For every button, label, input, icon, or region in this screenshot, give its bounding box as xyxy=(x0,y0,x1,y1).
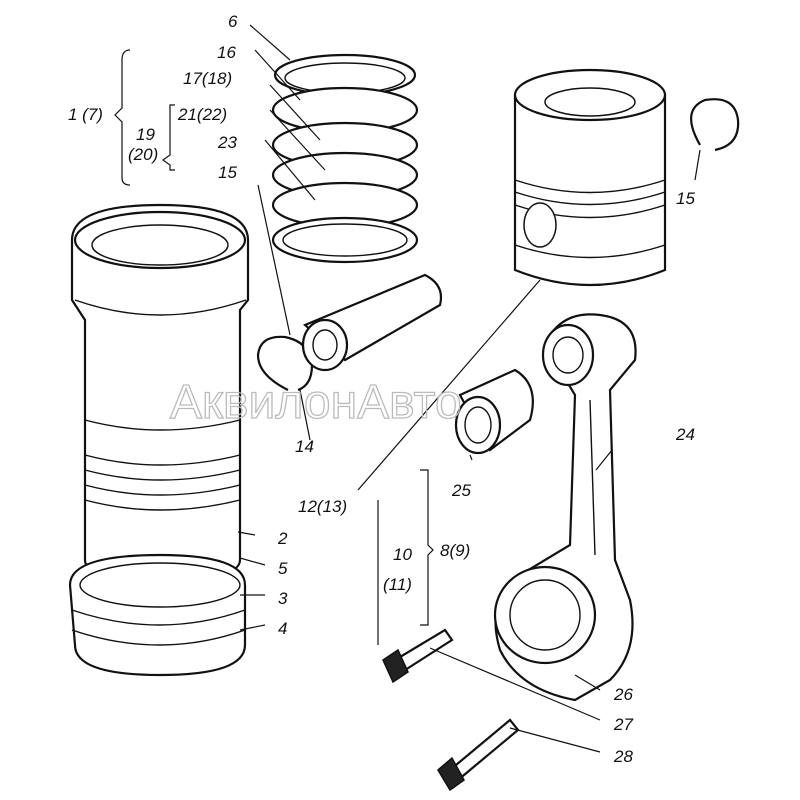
label-12-13: 12(13) xyxy=(298,497,347,516)
piston-ring-set xyxy=(271,53,419,264)
label-25: 25 xyxy=(451,481,471,500)
label-28: 28 xyxy=(613,747,633,766)
label-10: 10 xyxy=(393,545,412,564)
label-17-18: 17(18) xyxy=(183,69,232,88)
bolt-27 xyxy=(382,628,454,684)
label-26: 26 xyxy=(613,685,633,704)
cylinder-liner xyxy=(70,203,250,582)
label-27: 27 xyxy=(613,715,633,734)
label-3: 3 xyxy=(278,589,288,608)
label-19: 19 xyxy=(136,125,155,144)
piston xyxy=(513,68,667,287)
bushing xyxy=(454,368,534,455)
seal-rings xyxy=(68,553,247,677)
label-6: 6 xyxy=(228,12,238,31)
label-24: 24 xyxy=(675,425,695,444)
label-5: 5 xyxy=(278,559,288,578)
label-23: 23 xyxy=(217,133,237,152)
label-16: 16 xyxy=(217,43,236,62)
label-4: 4 xyxy=(278,619,287,638)
watermark: АквилонАвто xyxy=(170,376,462,429)
piston-pin xyxy=(301,273,443,372)
circlip-left xyxy=(256,335,314,392)
label-8-9: 8(9) xyxy=(440,541,470,560)
label-2: 2 xyxy=(277,529,288,548)
label-20: (20) xyxy=(128,145,158,164)
label-21-22: 21(22) xyxy=(177,105,227,124)
connecting-rod xyxy=(493,313,637,702)
bolt-28 xyxy=(437,718,520,792)
label-15-left: 15 xyxy=(218,163,237,182)
label-11: (11) xyxy=(383,575,412,594)
label-14: 14 xyxy=(295,437,314,456)
leader-lines xyxy=(114,24,701,753)
circlip-right xyxy=(690,98,740,152)
label-1-7: 1 (7) xyxy=(68,105,103,124)
label-15-right: 15 xyxy=(676,189,695,208)
